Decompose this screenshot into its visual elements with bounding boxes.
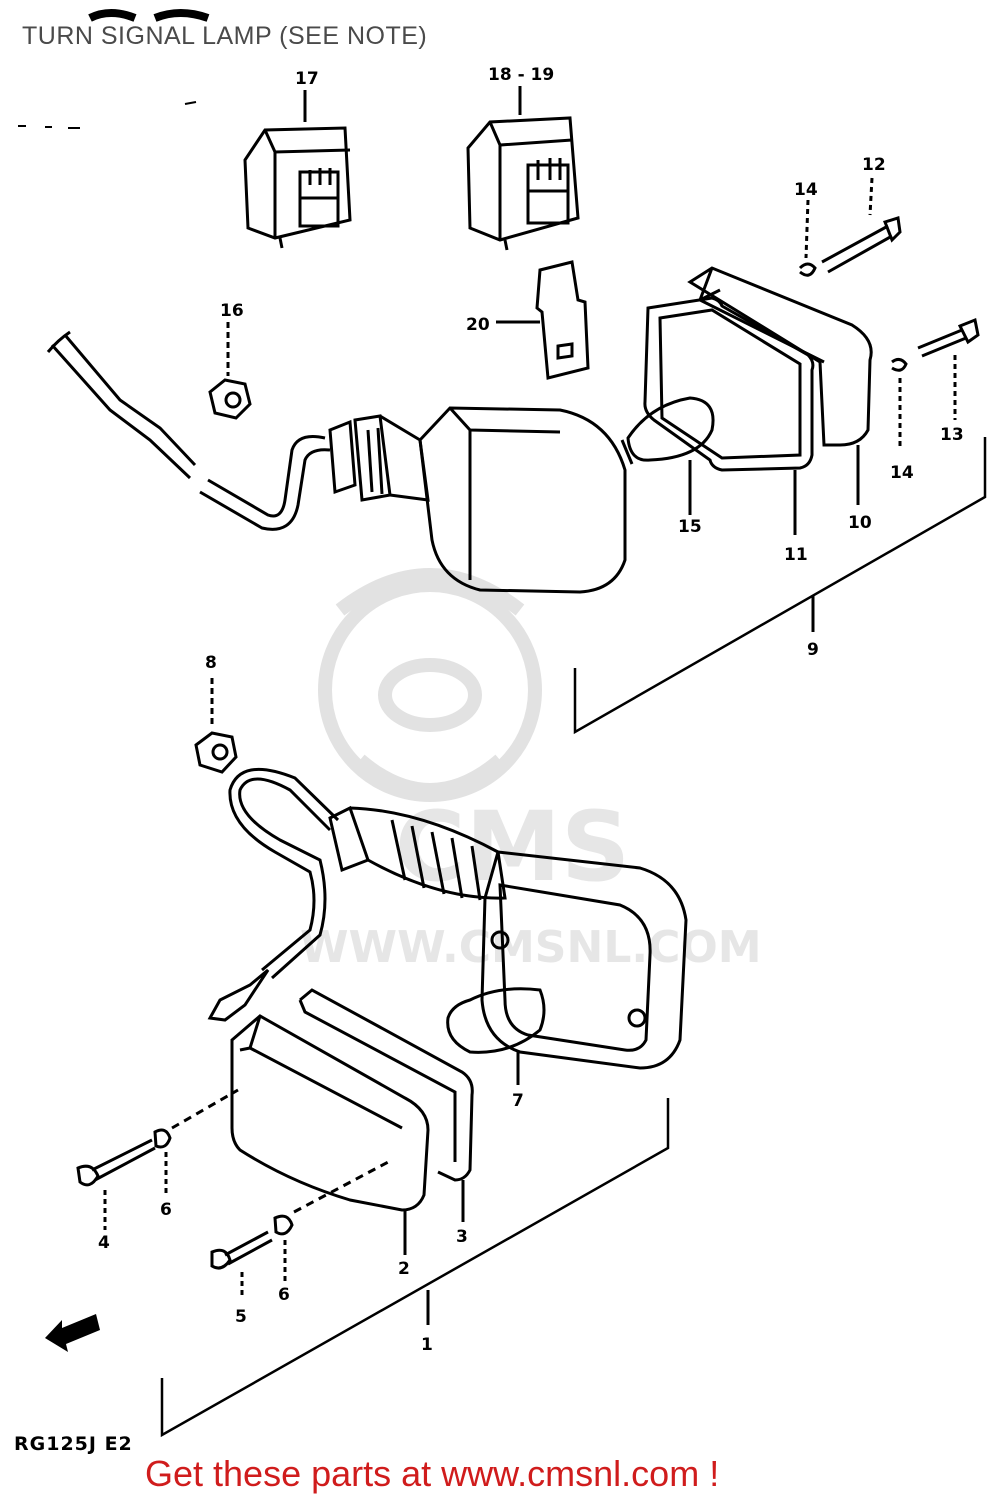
callout-7: 7 bbox=[512, 1091, 524, 1111]
callout-15: 15 bbox=[678, 517, 702, 537]
callout-14-top: 14 bbox=[794, 180, 818, 200]
cms-watermark-logo bbox=[318, 568, 542, 802]
rear-turn-signal-assembly-9 bbox=[46, 177, 987, 735]
header-artifact-marks bbox=[18, 9, 210, 129]
callout-6-lower: 6 bbox=[278, 1285, 290, 1305]
callout-3: 3 bbox=[456, 1227, 468, 1247]
callout-17: 17 bbox=[295, 69, 319, 89]
callout-11: 11 bbox=[784, 545, 808, 565]
nut-8 bbox=[194, 678, 238, 774]
front-turn-signal-assembly-1 bbox=[76, 767, 688, 1438]
callout-6-upper: 6 bbox=[160, 1200, 172, 1220]
watermark-site-text: WWW.CMSNL.COM bbox=[300, 922, 762, 973]
callout-14-right: 14 bbox=[890, 463, 914, 483]
callout-18-19: 18 - 19 bbox=[488, 65, 554, 85]
flasher-relay-17 bbox=[243, 90, 352, 249]
model-code: RG125J E2 bbox=[14, 1433, 133, 1455]
callout-12: 12 bbox=[862, 155, 886, 175]
callout-4: 4 bbox=[98, 1233, 110, 1253]
relay-bracket-20 bbox=[496, 260, 590, 380]
flasher-relay-18-19 bbox=[466, 86, 580, 251]
diagram-title: TURN SIGNAL LAMP (SEE NOTE) bbox=[22, 22, 428, 50]
callout-20: 20 bbox=[466, 315, 490, 335]
callout-10: 10 bbox=[848, 513, 872, 533]
nut-16 bbox=[208, 322, 252, 420]
callout-9: 9 bbox=[807, 640, 819, 660]
callout-1: 1 bbox=[421, 1335, 433, 1355]
callout-5: 5 bbox=[235, 1307, 247, 1327]
callout-16: 16 bbox=[220, 301, 244, 321]
callout-8: 8 bbox=[205, 653, 217, 673]
front-direction-arrow-icon bbox=[45, 1314, 100, 1352]
callout-labels: 17 18 - 19 12 14 16 20 13 14 10 15 11 9 … bbox=[98, 65, 964, 1355]
callout-2: 2 bbox=[398, 1259, 410, 1279]
parts-promo-link[interactable]: Get these parts at www.cmsnl.com ! bbox=[145, 1453, 720, 1494]
callout-13: 13 bbox=[940, 425, 964, 445]
